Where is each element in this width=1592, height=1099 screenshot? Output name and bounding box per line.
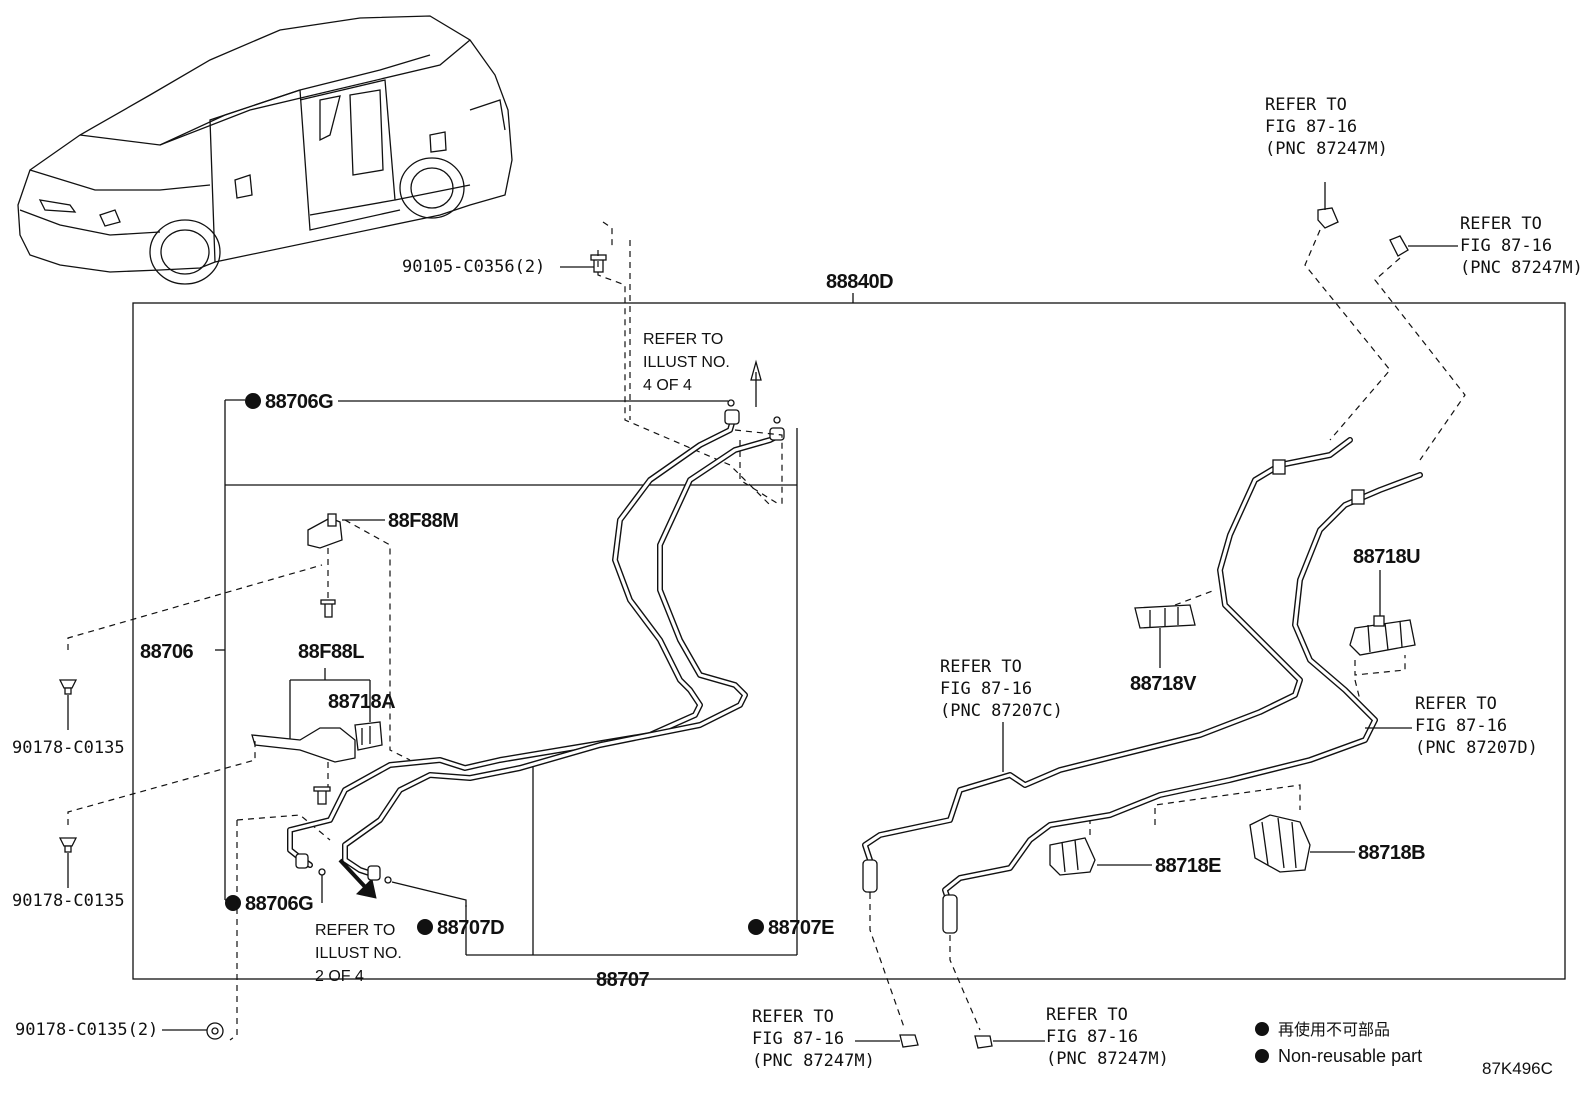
part-88707: 88707 xyxy=(596,969,649,991)
svg-text:REFER TO: REFER TO xyxy=(1460,214,1542,234)
refer-fig-207c: REFER TO FIG 87-16 (PNC 87207C) xyxy=(940,657,1063,721)
refer-fig-207d: REFER TO FIG 87-16 (PNC 87207D) xyxy=(1415,694,1538,758)
svg-text:2 OF 4: 2 OF 4 xyxy=(315,968,364,985)
part-88707D: 88707D xyxy=(437,917,504,939)
pipe-end-fitting xyxy=(862,459,1365,934)
legend: 再使用不可部品 Non-reusable part xyxy=(1255,1021,1422,1066)
diagram-code: 87K496C xyxy=(1482,1059,1553,1078)
svg-text:FIG 87-16: FIG 87-16 xyxy=(752,1029,844,1049)
svg-text:FIG 87-16: FIG 87-16 xyxy=(940,679,1032,699)
part-88706G-bottom: 88706G xyxy=(245,893,313,915)
legend-jp: 再使用不可部品 xyxy=(1278,1021,1390,1039)
svg-text:4 OF 4: 4 OF 4 xyxy=(643,377,692,394)
refer-fig-bot1: REFER TO FIG 87-16 (PNC 87247M) xyxy=(752,1007,875,1071)
non-reusable-dot-icon xyxy=(417,919,433,935)
part-88706: 88706 xyxy=(140,641,193,663)
svg-text:FIG 87-16: FIG 87-16 xyxy=(1460,236,1552,256)
pipe-right xyxy=(862,437,1423,933)
svg-text:FIG 87-16: FIG 87-16 xyxy=(1415,716,1507,736)
part-88718V: 88718V xyxy=(1130,673,1197,695)
assembly-frame xyxy=(132,302,1566,980)
screw-icon xyxy=(313,786,331,805)
svg-text:REFER TO: REFER TO xyxy=(940,657,1022,677)
clip-1-label: 90178-C0135 xyxy=(12,738,125,758)
non-reusable-dot-icon xyxy=(245,393,261,409)
svg-text:REFER TO: REFER TO xyxy=(1415,694,1497,714)
refer-illust-4: REFER TO ILLUST NO. 4 OF 4 xyxy=(643,331,730,394)
connector-icon xyxy=(1317,207,1409,257)
bracket-88718B xyxy=(1249,814,1311,873)
svg-text:REFER TO: REFER TO xyxy=(643,331,723,348)
bracket-88F88M xyxy=(307,513,343,549)
bolt-top-label: 90105-C0356(2) xyxy=(402,257,545,277)
part-88718A: 88718A xyxy=(328,691,395,713)
clip-icon xyxy=(58,679,78,695)
refer-fig-top1: REFER TO FIG 87-16 (PNC 87247M) xyxy=(1265,95,1388,159)
svg-text:ILLUST NO.: ILLUST NO. xyxy=(315,945,402,962)
connector-icon xyxy=(899,1034,993,1049)
part-88706G-top: 88706G xyxy=(265,391,333,413)
part-88718U: 88718U xyxy=(1353,546,1420,568)
svg-text:FIG 87-16: FIG 87-16 xyxy=(1046,1027,1138,1047)
assembly-label: 88840D xyxy=(826,271,893,293)
part-88718E: 88718E xyxy=(1155,855,1221,877)
pipe-end-fitting xyxy=(295,399,785,884)
arrow-up-icon xyxy=(750,359,762,407)
svg-text:REFER TO: REFER TO xyxy=(1046,1005,1128,1025)
svg-text:ILLUST NO.: ILLUST NO. xyxy=(643,354,730,371)
svg-text:(PNC 87247M): (PNC 87247M) xyxy=(1046,1049,1169,1069)
legend-en: Non-reusable part xyxy=(1278,1046,1422,1066)
svg-text:(PNC 87207D): (PNC 87207D) xyxy=(1415,738,1538,758)
svg-text:REFER TO: REFER TO xyxy=(1265,95,1347,115)
refer-illust-2: REFER TO ILLUST NO. 2 OF 4 xyxy=(315,922,402,985)
part-88F88M: 88F88M xyxy=(388,510,458,532)
clip-icon xyxy=(58,837,78,853)
bracket-88F88L xyxy=(251,721,383,763)
screw-icon xyxy=(320,599,336,618)
clip-2-label: 90178-C0135 xyxy=(12,891,125,911)
refer-fig-top2: REFER TO FIG 87-16 (PNC 87247M) xyxy=(1460,214,1583,278)
bracket-88718V xyxy=(1134,604,1196,629)
svg-text:FIG 87-16: FIG 87-16 xyxy=(1265,117,1357,137)
part-88707E: 88707E xyxy=(768,917,834,939)
svg-text:(PNC 87207C): (PNC 87207C) xyxy=(940,701,1063,721)
bracket-88718U xyxy=(1349,615,1416,656)
vehicle-illustration xyxy=(17,15,513,285)
svg-text:REFER TO: REFER TO xyxy=(315,922,395,939)
svg-text:(PNC 87247M): (PNC 87247M) xyxy=(1460,258,1583,278)
arrow-down-right-icon xyxy=(338,858,377,899)
non-reusable-dot-icon xyxy=(748,919,764,935)
bracket-88718E xyxy=(1049,837,1096,876)
svg-text:REFER TO: REFER TO xyxy=(752,1007,834,1027)
clip-icon xyxy=(206,1022,224,1040)
svg-text:(PNC 87247M): (PNC 87247M) xyxy=(752,1051,875,1071)
clip-3-label: 90178-C0135(2) xyxy=(15,1020,158,1040)
refer-fig-bot2: REFER TO FIG 87-16 (PNC 87247M) xyxy=(1046,1005,1169,1069)
svg-text:(PNC 87247M): (PNC 87247M) xyxy=(1265,139,1388,159)
non-reusable-dot-icon xyxy=(225,895,241,911)
part-88718B: 88718B xyxy=(1358,842,1425,864)
part-88F88L: 88F88L xyxy=(298,641,364,663)
